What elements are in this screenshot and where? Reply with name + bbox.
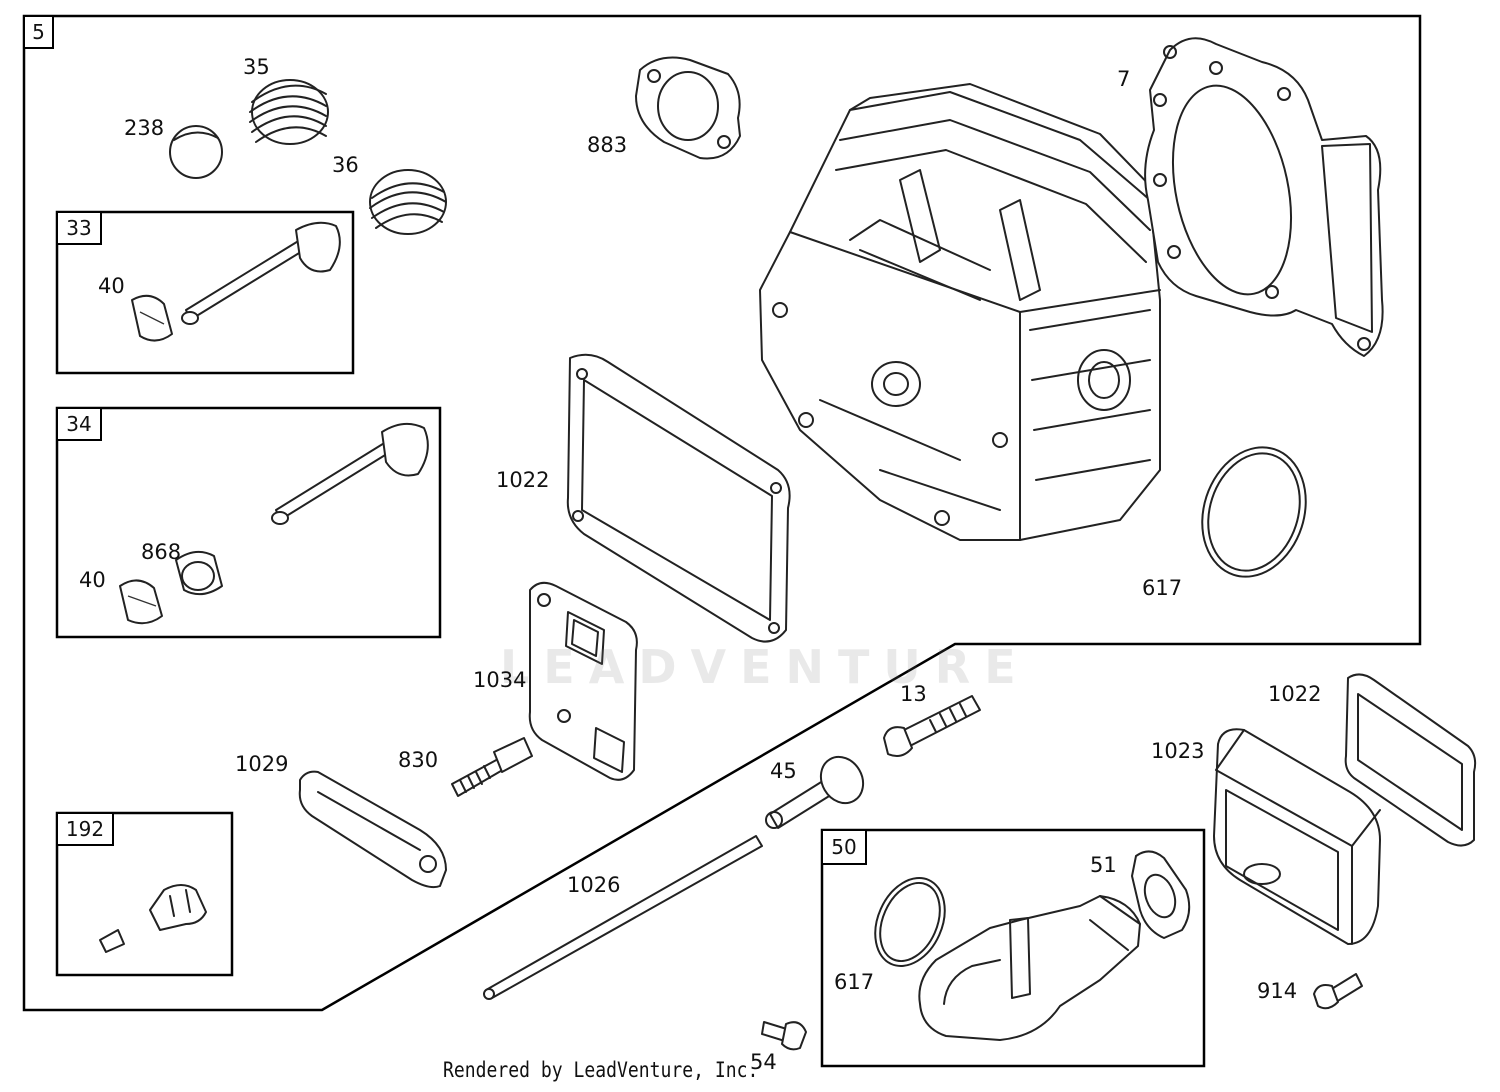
part-36-spring <box>369 169 447 235</box>
callout-35: 35 <box>243 55 270 79</box>
group-192-box <box>55 811 234 977</box>
part-1034-breather-plate <box>528 581 638 781</box>
group-50-box <box>820 828 1206 1068</box>
part-192-fitting <box>99 884 207 953</box>
callout-1026: 1026 <box>567 873 621 897</box>
callout-238: 238 <box>124 116 165 140</box>
part-34-valve <box>119 422 429 625</box>
group-tag-33: 33 <box>56 211 102 245</box>
group-33-box <box>55 210 355 375</box>
part-intake-manifold <box>918 895 1141 1041</box>
part-1026-push-rod <box>483 835 763 1000</box>
part-1022-gasket-upper <box>566 353 791 643</box>
part-830-stud <box>451 737 533 797</box>
callout-1029: 1029 <box>235 752 289 776</box>
callout-7: 7 <box>1117 67 1131 91</box>
part-cylinder-head <box>759 83 1161 541</box>
callout-617-b: 617 <box>834 970 875 994</box>
callout-40-b: 40 <box>79 568 106 592</box>
callout-1022-b: 1022 <box>1268 682 1322 706</box>
render-credit: Rendered by LeadVenture, Inc. <box>443 1058 759 1082</box>
callout-36: 36 <box>332 153 359 177</box>
part-13-bolt <box>883 695 981 757</box>
callout-868: 868 <box>141 540 182 564</box>
group-tag-5: 5 <box>23 15 54 49</box>
group-34-box <box>55 406 442 639</box>
group-tag-50: 50 <box>821 829 867 865</box>
callout-1023: 1023 <box>1151 739 1205 763</box>
callout-13: 13 <box>900 682 927 706</box>
callout-1034: 1034 <box>473 668 527 692</box>
part-1029-rocker-arm <box>298 770 447 889</box>
part-35-spring <box>249 79 329 145</box>
callout-883: 883 <box>587 133 628 157</box>
watermark: LEADVENTURE <box>500 640 1030 694</box>
part-54-bolt <box>761 1021 807 1051</box>
part-238-cap <box>169 125 223 179</box>
callout-617-a: 617 <box>1142 576 1183 600</box>
callout-51: 51 <box>1090 853 1117 877</box>
part-33-valve <box>131 221 341 342</box>
group-tag-34: 34 <box>56 407 102 441</box>
part-914-bolt <box>1313 973 1363 1010</box>
part-617-o-ring <box>1201 446 1307 578</box>
callout-830: 830 <box>398 748 439 772</box>
group-5-outline <box>22 14 1422 1012</box>
callout-45: 45 <box>770 759 797 783</box>
callout-914: 914 <box>1257 979 1298 1003</box>
callout-40-a: 40 <box>98 274 125 298</box>
callout-54: 54 <box>750 1050 777 1074</box>
part-7-head-gasket <box>1144 37 1384 357</box>
part-1023-valve-cover <box>1213 728 1381 945</box>
group-tag-192: 192 <box>56 812 114 846</box>
part-617-o-ring-small <box>874 877 946 967</box>
part-883-gasket <box>635 56 741 160</box>
part-45-guide <box>765 755 865 829</box>
part-1022-gasket-lower <box>1344 673 1477 847</box>
part-51-gasket <box>1131 850 1191 939</box>
callout-1022-a: 1022 <box>496 468 550 492</box>
